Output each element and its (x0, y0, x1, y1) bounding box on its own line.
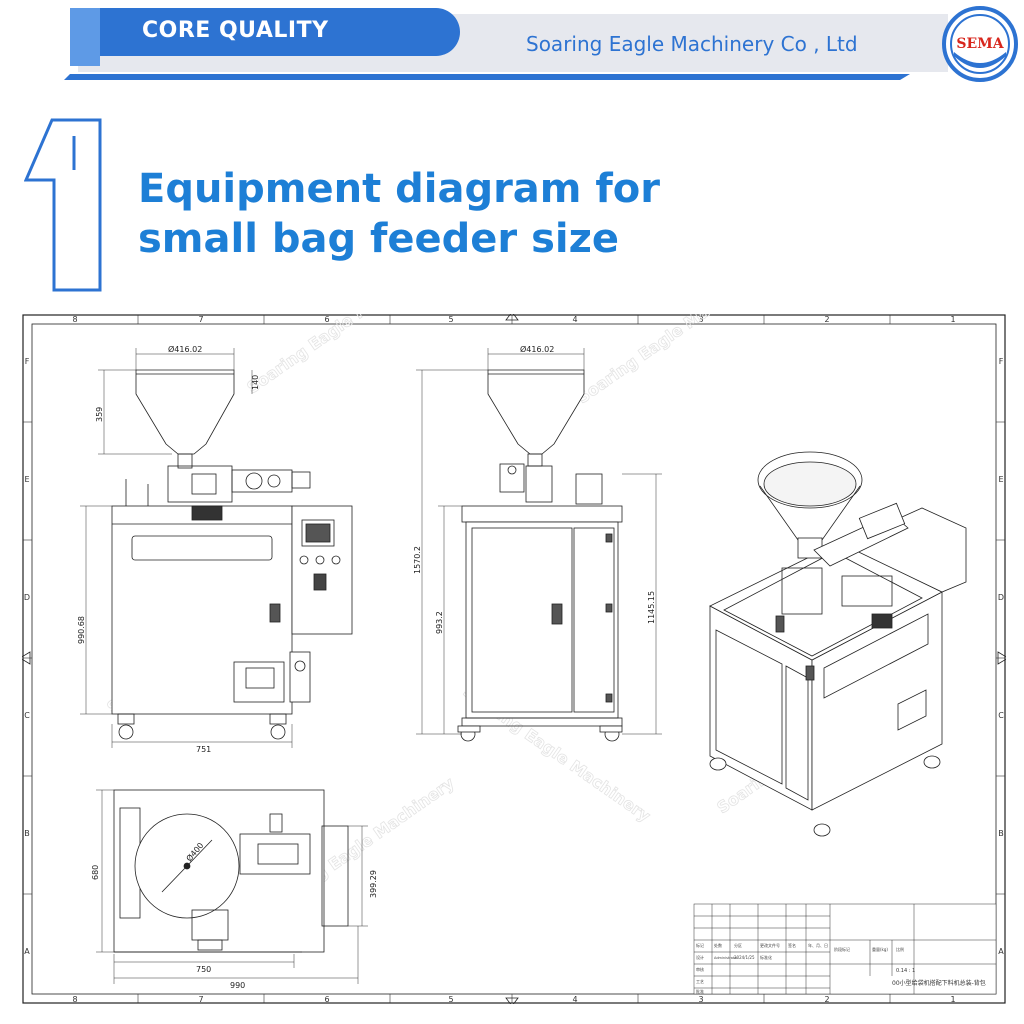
top-depth: 680 (91, 865, 100, 880)
grid-column-label-bottom-5: 5 (448, 995, 453, 1004)
tb-cell-11: 工艺 (696, 979, 704, 984)
core-quality-badge: CORE QUALITY (100, 8, 460, 56)
header-background (0, 0, 1024, 90)
top-offset: 399.29 (369, 870, 378, 898)
tb-cell-9: 标准化 (760, 954, 772, 960)
side-total-height: 1570.2 (413, 546, 422, 574)
grid-row-label-right-E: E (998, 475, 1003, 484)
section-number: 1 (69, 233, 70, 235)
company-name: Soaring Eagle Machinery Co , Ltd (526, 32, 858, 56)
grid-column-label-bottom-8: 8 (72, 995, 77, 1004)
tb-cell-0: 标记 (696, 942, 704, 948)
sema-logo: SEMA (942, 6, 1018, 82)
grid-row-label-right-D: D (998, 593, 1004, 602)
drawing-inner-border (31, 323, 997, 995)
tb-cell-13: 阶段标记 (834, 946, 850, 952)
logo-text: SEMA (956, 36, 1004, 52)
tb-drawing-name: 00小型给袋机搭配下料机总装-背包 (892, 979, 986, 987)
tb-scale: 0.14 : 1 (896, 968, 915, 974)
grid-column-label-bottom-4: 4 (572, 995, 577, 1004)
side-body-height: 993.2 (435, 611, 444, 634)
side-view (457, 369, 623, 742)
grid-row-label-right-C: C (998, 711, 1004, 720)
title-block (693, 903, 997, 995)
front-hopper-height: 140 (251, 375, 260, 390)
section-title-line1: Equipment diagram for (138, 166, 661, 212)
front-hopper-diameter: Ø416.02 (168, 344, 202, 354)
top-width-overall: 990 (230, 981, 245, 990)
grid-column-label-top-1: 1 (950, 315, 955, 324)
grid-column-label-bottom-3: 3 (698, 995, 703, 1004)
grid-row-label-left-E: E (24, 475, 29, 484)
grid-column-label-bottom-7: 7 (198, 995, 203, 1004)
tb-cell-12: 批准 (696, 988, 704, 994)
grid-row-label-left-C: C (24, 711, 30, 720)
section-title-line2: small bag feeder size (138, 216, 620, 262)
front-view (111, 369, 353, 740)
tb-cell-3: 更改文件号 (760, 942, 780, 948)
grid-column-label-bottom-2: 2 (824, 995, 829, 1004)
header-bar: CORE QUALITY Soaring Eagle Machinery Co … (0, 0, 1024, 90)
tb-cell-8: 2024/1/25 (734, 955, 755, 960)
grid-row-label-right-A: A (998, 947, 1004, 956)
section-title: Equipment diagram for small bag feeder s… (138, 164, 660, 264)
front-width: 751 (196, 745, 211, 754)
tb-cell-1: 处数 (714, 942, 722, 948)
top-view (113, 789, 349, 953)
grid-column-label-top-5: 5 (448, 315, 453, 324)
grid-column-label-bottom-6: 6 (324, 995, 329, 1004)
grid-row-label-right-B: B (998, 829, 1004, 838)
tb-cell-5: 年、月、日 (808, 942, 828, 948)
grid-column-label-top-4: 4 (572, 315, 577, 324)
tb-cell-10: 审核 (696, 966, 704, 972)
grid-column-label-top-3: 3 (698, 315, 703, 324)
isometric-view (709, 451, 967, 837)
front-hopper-total: 359 (95, 407, 104, 422)
section-number-1-graphic: 1 (24, 118, 102, 292)
tb-cell-15: 比例 (896, 946, 904, 952)
tb-cell-6: 设计 (696, 954, 704, 960)
grid-row-label-left-B: B (24, 829, 30, 838)
front-body-height: 990.68 (77, 616, 86, 644)
grid-row-label-left-D: D (24, 593, 30, 602)
tb-cell-14: 重量(kg) (872, 946, 888, 952)
side-hopper-diameter: Ø416.02 (520, 344, 554, 354)
grid-column-label-top-6: 6 (324, 315, 329, 324)
tb-cell-4: 签名 (788, 942, 796, 948)
grid-column-label-top-8: 8 (72, 315, 77, 324)
top-width-inner: 750 (196, 965, 211, 974)
grid-column-label-top-2: 2 (824, 315, 829, 324)
grid-row-label-left-F: F (25, 357, 30, 366)
tb-cell-7: Administrator (714, 956, 738, 960)
core-quality-label: CORE QUALITY (142, 18, 329, 43)
grid-column-label-bottom-1: 1 (950, 995, 955, 1004)
tb-cell-2: 分区 (734, 942, 742, 948)
grid-row-label-left-A: A (24, 947, 30, 956)
side-frame-height: 1145.15 (647, 591, 656, 624)
grid-column-label-top-7: 7 (198, 315, 203, 324)
grid-row-label-right-F: F (999, 357, 1004, 366)
